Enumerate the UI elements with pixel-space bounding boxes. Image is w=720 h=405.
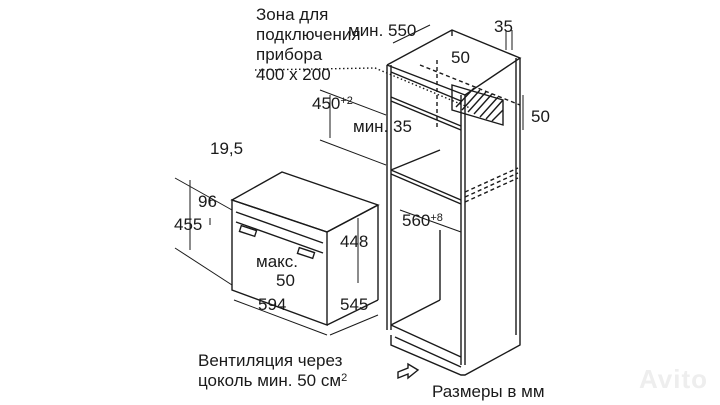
ventilation-note-line2: цоколь мин. 50 см2 (198, 372, 347, 390)
connection-leader (254, 67, 471, 109)
dim-gap-max-label: макс. (256, 252, 298, 271)
dim-panel-height: 96 (198, 192, 217, 211)
connection-zone-line2: подключения (256, 25, 361, 44)
dim-front-overhang: 19,5 (210, 139, 244, 158)
dim-appliance-height: 455 (174, 215, 203, 234)
ventilation-note-line1: Вентиляция через (198, 351, 343, 370)
dim-body-height: 448 (340, 232, 369, 251)
niche-height-value: 450 (312, 94, 341, 113)
connection-zone-box (451, 84, 504, 126)
hidden-edges (419, 60, 521, 203)
oven (230, 171, 380, 327)
connection-zone-line1: Зона для (256, 5, 329, 24)
dim-shelf-gap-min: мин. 35 (353, 117, 412, 136)
dim-connection-offset-top: 50 (451, 48, 470, 67)
ventilation-arrow-icon (397, 362, 420, 380)
connection-zone-size: 400 x 200 (256, 65, 331, 84)
niche-width-value: 560 (402, 211, 431, 230)
ventilation-note-text: цоколь мин. 50 см (198, 371, 342, 390)
dim-niche-height: 450+2 (312, 95, 353, 113)
tall-cabinet (386, 29, 522, 376)
dim-cabinet-depth-min: мин. 550 (348, 21, 417, 40)
dimension-lines (174, 24, 524, 336)
ventilation-note-sup: 2 (341, 372, 348, 384)
dim-niche-width: 560+8 (402, 212, 443, 230)
avito-watermark: Avito (638, 364, 708, 394)
niche-width-tolerance: +8 (430, 212, 443, 224)
dim-gap-max-value: 50 (276, 271, 295, 290)
dim-connection-offset-side: 50 (531, 107, 550, 126)
dim-side-thickness: 35 (494, 17, 513, 36)
dim-appliance-width: 594 (258, 295, 287, 314)
dim-appliance-depth: 545 (340, 295, 369, 314)
niche-height-tolerance: +2 (340, 95, 353, 107)
units-note: Размеры в мм (432, 382, 545, 401)
connection-zone-line3: прибора (256, 45, 323, 64)
